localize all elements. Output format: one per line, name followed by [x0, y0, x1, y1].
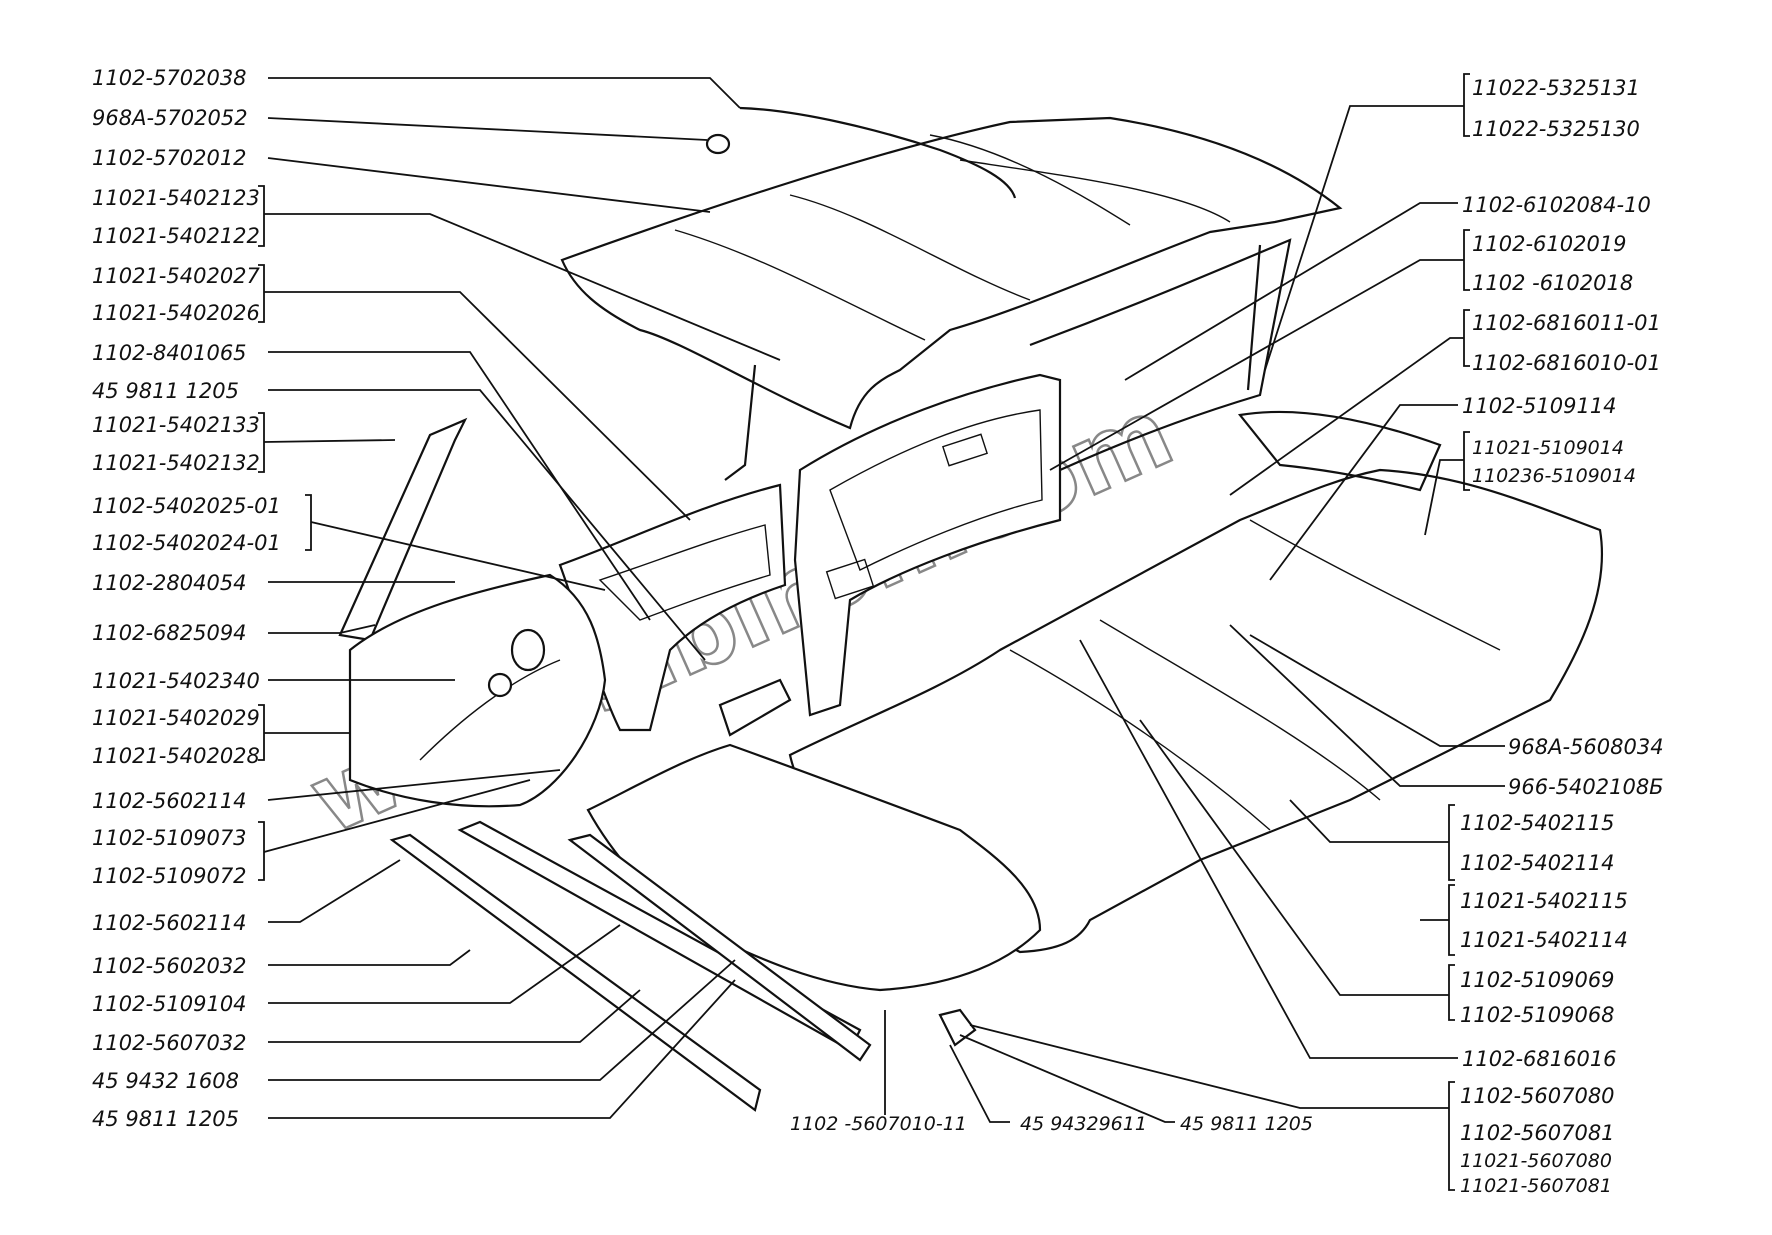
part-number-label: 1102-5109072 — [92, 864, 247, 888]
part-number-label: 11021-5607081 — [1460, 1175, 1612, 1197]
part-number-label: 1102-5702012 — [92, 146, 247, 170]
rear-side-trim — [348, 573, 607, 808]
part-number-label: 1102-5702038 — [92, 66, 247, 90]
part-number-label: 1102-5109069 — [1460, 968, 1615, 992]
part-number-label: 1102-6816011-01 — [1472, 311, 1661, 335]
part-number-label: 45 94329611 — [1020, 1113, 1147, 1135]
leader-lines — [258, 73, 1505, 1191]
part-number-label: 1102 -5607010-11 — [790, 1113, 967, 1135]
door-sill-strip — [567, 833, 872, 1062]
part-number-label: 1102-5602032 — [92, 954, 247, 978]
part-number-label: 1102-5109068 — [1460, 1003, 1615, 1027]
part-number-label: 1102-5109114 — [1462, 394, 1617, 418]
part-number-label: 45 9432 1608 — [92, 1069, 239, 1093]
part-number-label: 1102-5109104 — [92, 992, 247, 1016]
parts-line-art — [338, 106, 1604, 1112]
part-number-label: 11021-5402027 — [92, 264, 261, 288]
part-number-label: 11021-5109014 — [1472, 437, 1624, 459]
part-number-label: 11021-5402114 — [1460, 928, 1628, 952]
part-number-label: 11021-5402132 — [92, 451, 260, 475]
rear-door-trim — [793, 373, 1062, 717]
door-sill-strip-outer — [389, 833, 762, 1112]
part-number-label: 1102-5607081 — [1460, 1121, 1615, 1145]
part-number-label: 1102-2804054 — [92, 571, 247, 595]
part-number-label: 11021-5402133 — [92, 413, 260, 437]
bracket — [938, 1008, 977, 1047]
part-number-label: 968A-5702052 — [92, 106, 248, 130]
part-number-label: 1102-5607080 — [1460, 1084, 1615, 1108]
part-number-label: 1102-6102084-10 — [1462, 193, 1651, 217]
part-number-label: 1102-5402025-01 — [92, 494, 281, 518]
part-number-label: 11021-5402026 — [92, 301, 260, 325]
body-side-wall — [1029, 238, 1292, 472]
part-number-label: 1102-5602114 — [92, 911, 247, 935]
part-number-label: 1102-5402024-01 — [92, 531, 281, 555]
part-number-label: 966-5402108Б — [1508, 775, 1664, 799]
roof-headliner — [560, 116, 1343, 430]
part-number-label: 45 9811 1205 — [92, 379, 239, 403]
part-number-label: 11022-5325131 — [1472, 76, 1640, 100]
left-labels: 1102-5702038 968A-5702052 1102-5702012 1… — [92, 66, 281, 1131]
right-labels: 11022-5325131 11022-5325130 1102-6102084… — [1460, 76, 1664, 1197]
part-number-label: 1102 -6102018 — [1472, 271, 1633, 295]
bottom-labels: 1102 -5607010-11 45 94329611 45 9811 120… — [790, 1113, 1313, 1135]
part-number-label: 11021-5402122 — [92, 224, 260, 248]
part-number-label: 11021-5402115 — [1460, 889, 1628, 913]
rear-floor-mat — [1237, 410, 1442, 492]
part-number-label: 45 9811 1205 — [1180, 1113, 1313, 1135]
part-number-label: 11021-5402028 — [92, 744, 260, 768]
part-number-label: 11021-5607080 — [1460, 1150, 1612, 1172]
part-number-label: 1102-6825094 — [92, 621, 247, 645]
part-number-label: 1102-5109073 — [92, 826, 247, 850]
part-number-label: 11022-5325130 — [1472, 117, 1640, 141]
part-number-label: 1102-8401065 — [92, 341, 247, 365]
part-number-label: 11021-5402123 — [92, 186, 260, 210]
part-number-label: 1102-6102019 — [1472, 232, 1627, 256]
part-number-label: 45 9811 1205 — [92, 1107, 239, 1131]
part-number-label: 1102-5607032 — [92, 1031, 247, 1055]
part-number-label: 110236-5109014 — [1472, 465, 1636, 487]
plug-cap — [705, 133, 731, 155]
part-number-label: 11021-5402029 — [92, 706, 260, 730]
part-number-label: 1102-6816010-01 — [1472, 351, 1661, 375]
part-number-label: 1102-6816016 — [1462, 1047, 1617, 1071]
part-number-label: 11021-5402340 — [92, 669, 260, 693]
part-number-label: 1102-5402114 — [1460, 851, 1615, 875]
roof-rail — [739, 106, 1017, 199]
part-number-label: 1102-5602114 — [92, 789, 247, 813]
door-sill-strip-inner — [457, 820, 862, 1052]
part-number-label: 968A-5608034 — [1508, 735, 1664, 759]
part-number-label: 1102-5402115 — [1460, 811, 1615, 835]
